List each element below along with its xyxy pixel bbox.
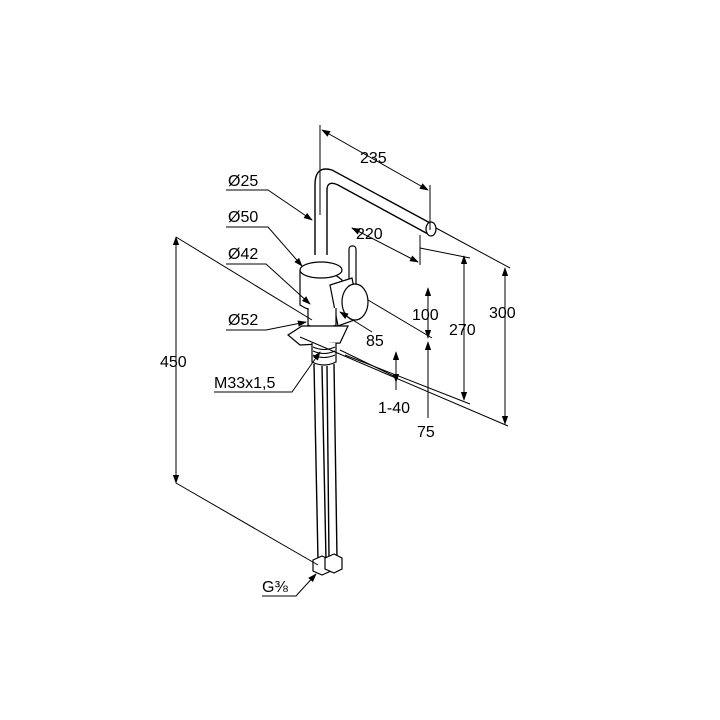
- dim-line-235: [321, 129, 429, 191]
- label-d52: Ø52: [228, 312, 258, 329]
- leader-d50: [226, 226, 303, 267]
- hose-left: [313, 363, 327, 561]
- leader-connection: [262, 573, 317, 597]
- handle-cap: [341, 283, 369, 321]
- ext-bottom-300: [299, 336, 509, 427]
- label-d42: Ø42: [228, 246, 258, 263]
- mounting-plate: [286, 325, 349, 346]
- ext-450-top: [175, 236, 313, 321]
- label-thread: M33x1,5: [214, 375, 275, 392]
- leader-d25: [226, 189, 313, 221]
- leader-thread: [214, 351, 321, 393]
- label-1-40: 1-40: [378, 400, 410, 417]
- label-connection: G⅜: [262, 579, 288, 596]
- label-300: 300: [489, 305, 516, 322]
- hose-fitting-right: [324, 553, 343, 574]
- dim-line-85: [339, 311, 373, 333]
- dimension-labels: Ø25 Ø50 Ø42 Ø52 M33x1,5 G⅜ 235 220 100 2…: [160, 150, 516, 596]
- label-75: 75: [417, 424, 435, 441]
- spout-tip: [425, 221, 437, 237]
- leader-d42: [226, 263, 311, 305]
- ext-top-100: [367, 299, 433, 339]
- ext-deck: [339, 349, 399, 379]
- label-100: 100: [412, 307, 439, 324]
- ext-top-270: [419, 247, 471, 259]
- ext-top-300: [435, 227, 511, 269]
- label-85: 85: [366, 333, 384, 350]
- leader-d52: [226, 320, 307, 331]
- label-270: 270: [449, 322, 476, 339]
- label-d25: Ø25: [228, 173, 258, 190]
- label-450: 450: [160, 354, 187, 371]
- dimension-lines: [172, 125, 511, 597]
- ext-bottom-270: [344, 354, 471, 405]
- label-220: 220: [356, 226, 383, 243]
- label-d50: Ø50: [228, 209, 258, 226]
- label-235: 235: [360, 150, 387, 167]
- hose-right: [326, 363, 338, 559]
- ext-450-bottom: [175, 482, 319, 566]
- dim-line-220: [351, 227, 419, 263]
- faucet-outline: [286, 168, 437, 576]
- body-top: [299, 261, 343, 279]
